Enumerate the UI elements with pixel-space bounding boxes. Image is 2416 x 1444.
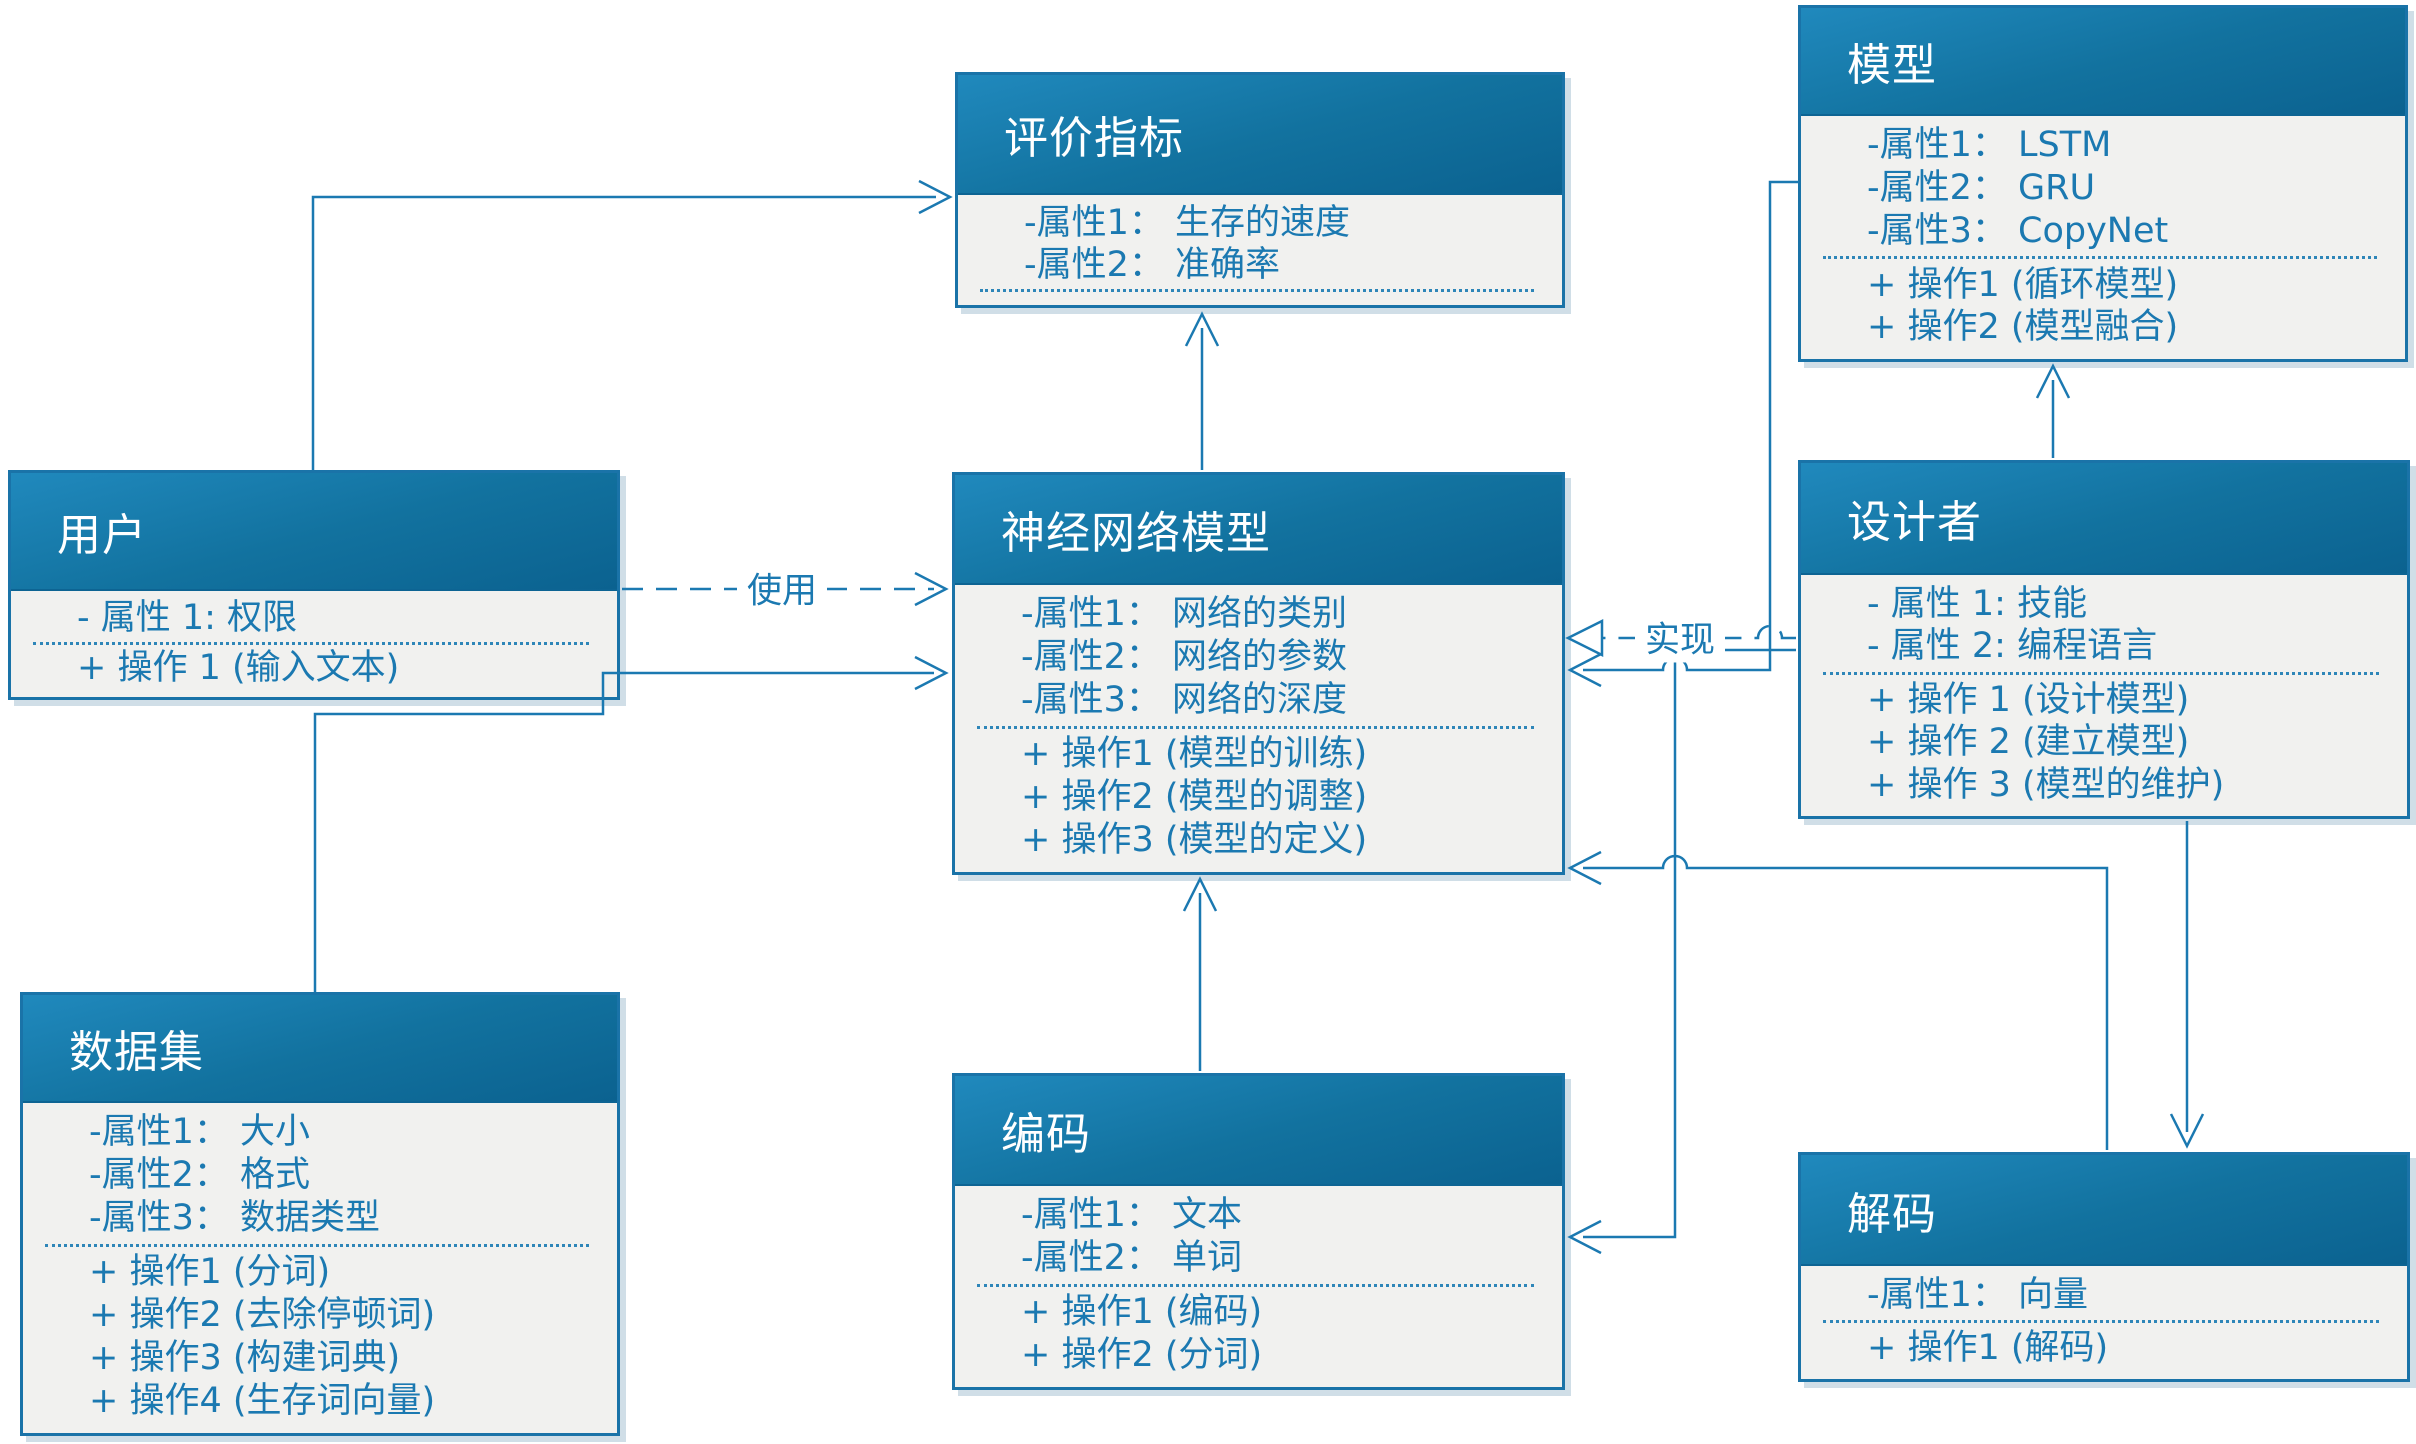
class-title-nnm: 神经网络模型	[1001, 508, 1271, 559]
attribute: - 属性 2: 编程语言	[1867, 626, 2158, 667]
operation: + 操作1 (分词)	[89, 1252, 331, 1293]
operation: + 操作1 (编码)	[1021, 1292, 1263, 1333]
open-arrowhead-icon	[1184, 311, 1220, 347]
class-body-user: - 属性 1: 权限 + 操作 1 (输入文本)	[11, 591, 617, 697]
class-box-decode: 解码 -属性1： 向量 + 操作1 (解码)	[1798, 1152, 2410, 1382]
class-body-nnm: -属性1： 网络的类别 -属性2： 网络的参数 -属性3： 网络的深度 + 操作…	[955, 585, 1562, 872]
attributes-operations-separator	[33, 641, 589, 645]
operation: + 操作2 (模型的调整)	[1021, 777, 1368, 818]
class-body-metrics: -属性1： 生存的速度 -属性2： 准确率	[958, 195, 1562, 305]
attribute: -属性1： 生存的速度	[1024, 203, 1351, 243]
attribute: -属性3： 数据类型	[89, 1198, 381, 1239]
class-body-model: -属性1： LSTM -属性2： GRU -属性3： CopyNet + 操作1…	[1801, 116, 2405, 359]
attribute: -属性1： LSTM	[1867, 125, 2112, 166]
attribute: -属性1： 大小	[89, 1112, 311, 1153]
class-box-dataset: 数据集 -属性1： 大小 -属性2： 格式 -属性3： 数据类型 + 操作1 (…	[20, 992, 620, 1436]
operation: + 操作1 (模型的训练)	[1021, 734, 1368, 775]
open-arrowhead-icon	[2169, 1113, 2205, 1149]
attribute: - 属性 1: 技能	[1867, 583, 2088, 624]
class-body-decode: -属性1： 向量 + 操作1 (解码)	[1801, 1266, 2407, 1379]
connector-encode-to-nnm	[1182, 876, 1218, 1071]
open-arrowhead-icon	[1567, 652, 1602, 688]
open-arrowhead-icon	[918, 179, 953, 215]
connector-designer-to-nnm-realize	[1565, 618, 1796, 658]
connector-dataset-to-nnm	[313, 655, 949, 992]
attribute: -属性1： 网络的类别	[1021, 594, 1348, 635]
class-header-user: 用户	[11, 473, 617, 591]
connector-model-to-nnm	[1567, 180, 1799, 688]
operation: + 操作2 (去除停顿词)	[89, 1295, 436, 1336]
operation: + 操作 3 (模型的维护)	[1867, 764, 2225, 805]
class-header-nnm: 神经网络模型	[955, 475, 1562, 585]
operation: + 操作 1 (设计模型)	[1867, 679, 2190, 720]
attributes-operations-separator	[1823, 671, 2379, 675]
attributes-operations-separator	[980, 289, 1534, 292]
class-title-user: 用户	[57, 510, 147, 561]
open-arrowhead-icon	[2035, 363, 2071, 399]
connector-user-to-metrics	[311, 179, 953, 470]
attributes-operations-separator	[977, 726, 1534, 729]
attribute: -属性3： CopyNet	[1867, 210, 2169, 251]
attributes-operations-separator	[977, 1283, 1534, 1287]
attributes-operations-separator	[1823, 1320, 2379, 1323]
class-body-dataset: -属性1： 大小 -属性2： 格式 -属性3： 数据类型 + 操作1 (分词) …	[23, 1103, 617, 1433]
class-title-metrics: 评价指标	[1004, 113, 1184, 164]
operation: + 操作1 (解码)	[1867, 1327, 2109, 1368]
attribute: -属性2： 格式	[89, 1155, 311, 1196]
class-box-encode: 编码 -属性1： 文本 -属性2： 单词 + 操作1 (编码) + 操作2 (分…	[952, 1073, 1565, 1390]
class-title-model: 模型	[1847, 40, 1937, 91]
class-box-metrics: 评价指标 -属性1： 生存的速度 -属性2： 准确率	[955, 72, 1565, 308]
class-body-encode: -属性1： 文本 -属性2： 单词 + 操作1 (编码) + 操作2 (分词)	[955, 1186, 1562, 1387]
class-title-decode: 解码	[1847, 1188, 1937, 1240]
class-box-nnm: 神经网络模型 -属性1： 网络的类别 -属性2： 网络的参数 -属性3： 网络的…	[952, 472, 1565, 875]
class-header-model: 模型	[1801, 8, 2405, 116]
open-arrowhead-icon	[914, 571, 949, 607]
attributes-operations-separator	[45, 1244, 589, 1247]
attribute: -属性2： 准确率	[1024, 244, 1281, 285]
operation: + 操作 2 (建立模型)	[1867, 722, 2190, 763]
class-title-designer: 设计者	[1847, 497, 1982, 548]
open-arrowhead-icon	[1567, 1219, 1602, 1255]
class-box-model: 模型 -属性1： LSTM -属性2： GRU -属性3： CopyNet + …	[1798, 5, 2408, 362]
operation: + 操作 1 (输入文本)	[77, 647, 400, 688]
attribute: -属性1： 文本	[1021, 1195, 1243, 1236]
class-title-encode: 编码	[1001, 1109, 1091, 1160]
class-box-user: 用户 - 属性 1: 权限 + 操作 1 (输入文本)	[8, 470, 620, 700]
open-arrowhead-icon	[914, 655, 949, 691]
class-header-encode: 编码	[955, 1076, 1562, 1186]
edge-label-realize: 实现	[1634, 611, 1726, 663]
attribute: -属性2： 单词	[1021, 1238, 1243, 1279]
attribute: -属性1： 向量	[1867, 1274, 2089, 1315]
operation: + 操作3 (模型的定义)	[1021, 820, 1368, 861]
connector-decode-to-nnm	[1567, 850, 2109, 1150]
class-header-decode: 解码	[1801, 1155, 2407, 1266]
attribute: - 属性 1: 权限	[77, 598, 298, 638]
class-header-dataset: 数据集	[23, 995, 617, 1103]
operation: + 操作2 (分词)	[1021, 1335, 1263, 1376]
operation: + 操作4 (生存词向量)	[89, 1381, 436, 1421]
operation: + 操作2 (模型融合)	[1867, 307, 2179, 348]
open-arrowhead-icon	[1567, 850, 1602, 886]
class-title-dataset: 数据集	[69, 1027, 204, 1078]
connector-designer-to-model	[2035, 363, 2071, 458]
operation: + 操作3 (构建词典)	[89, 1338, 401, 1379]
hollow-triangle-arrowhead-icon	[1565, 618, 1604, 658]
connector-designer-to-decode	[2169, 821, 2205, 1149]
attribute: -属性2： 网络的参数	[1021, 637, 1348, 678]
open-arrowhead-icon	[1182, 876, 1218, 912]
operation: + 操作1 (循环模型)	[1867, 264, 2179, 305]
connector-designer-to-encode	[1567, 648, 1796, 1255]
class-header-designer: 设计者	[1801, 463, 2407, 575]
class-header-metrics: 评价指标	[958, 75, 1562, 195]
edge-label-use: 使用	[736, 562, 828, 614]
class-body-designer: - 属性 1: 技能 - 属性 2: 编程语言 + 操作 1 (设计模型) + …	[1801, 575, 2407, 816]
attribute: -属性2： GRU	[1867, 167, 2096, 208]
class-box-designer: 设计者 - 属性 1: 技能 - 属性 2: 编程语言 + 操作 1 (设计模型…	[1798, 460, 2410, 819]
attribute: -属性3： 网络的深度	[1021, 680, 1348, 721]
attributes-operations-separator	[1823, 256, 2377, 260]
connector-nnm-to-metrics	[1184, 311, 1220, 470]
